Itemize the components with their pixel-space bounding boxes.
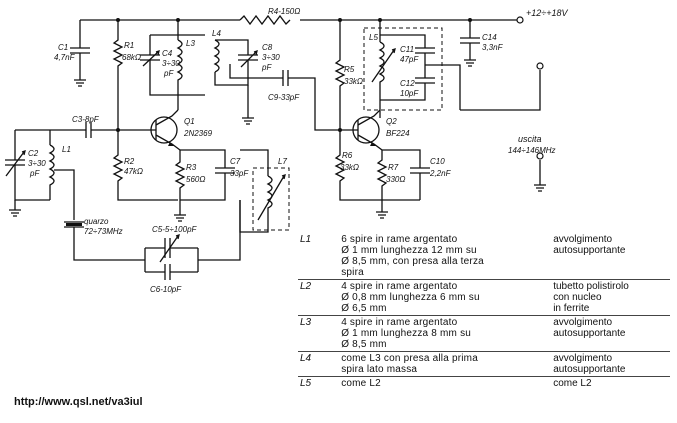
q1-type: 2N2369 bbox=[183, 129, 213, 138]
desc-line: Ø 8,5 mm, con presa alla terza bbox=[341, 256, 484, 267]
supply-label: +12÷+18V bbox=[526, 8, 568, 18]
r4-resistor bbox=[239, 14, 291, 26]
desc-line: Ø 1 mm lunghezza 8 mm su bbox=[341, 328, 472, 339]
c14-value: 3,3nF bbox=[482, 43, 504, 52]
coil-table: L1 6 spire in rame argentato Ø 1 mm lung… bbox=[298, 233, 670, 390]
coil-id: L2 bbox=[300, 281, 312, 292]
c3-label: C3-8pF bbox=[72, 115, 100, 124]
c8-unit: pF bbox=[261, 63, 272, 72]
r5-name: R5 bbox=[344, 65, 355, 74]
r1-name: R1 bbox=[124, 41, 134, 50]
r1-value: 68kΩ bbox=[122, 53, 141, 62]
type-line: avvolgimento bbox=[553, 317, 613, 328]
desc-line: Ø 8,5 mm bbox=[341, 339, 387, 350]
r7-name: R7 bbox=[388, 163, 399, 172]
desc-line: come L2 bbox=[341, 378, 381, 389]
desc-line: 4 spire in rame argentato bbox=[341, 281, 458, 292]
r2-value: 47kΩ bbox=[124, 167, 143, 176]
type-line: autosupportante bbox=[553, 364, 626, 375]
c14-name: C14 bbox=[482, 33, 497, 42]
table-row: L5 come L2 come L2 bbox=[298, 377, 670, 391]
coil-desc: come L2 bbox=[339, 377, 551, 391]
coil-type: tubetto polistirolo con nucleo in ferrit… bbox=[551, 280, 670, 316]
c12-value: 10pF bbox=[400, 89, 419, 98]
c4-value: 3÷30 bbox=[162, 59, 180, 68]
crystal-freq: 72÷73MHz bbox=[84, 227, 123, 236]
c5-label: C5-5÷100pF bbox=[152, 225, 198, 234]
c7-name: C7 bbox=[230, 157, 241, 166]
coil-id: L1 bbox=[300, 234, 312, 245]
desc-line: 6 spire in rame argentato bbox=[341, 234, 458, 245]
desc-line: 4 spire in rame argentato bbox=[341, 317, 458, 328]
c4-name: C4 bbox=[162, 49, 173, 58]
q2-name: Q2 bbox=[386, 117, 397, 126]
coil-desc: 4 spire in rame argentato Ø 1 mm lunghez… bbox=[339, 316, 551, 352]
c1-value: 4,7nF bbox=[54, 53, 76, 62]
output-freq: 144÷146MHz bbox=[508, 146, 556, 155]
l3-label: L3 bbox=[186, 39, 195, 48]
desc-line: spira lato massa bbox=[341, 364, 418, 375]
desc-line: Ø 6,5 mm bbox=[341, 303, 387, 314]
coil-id: L5 bbox=[300, 378, 312, 389]
r4-label: R4-150Ω bbox=[268, 7, 300, 16]
coil-type: come L2 bbox=[551, 377, 670, 391]
c1-name: C1 bbox=[58, 43, 68, 52]
desc-line: Ø 1 mm lunghezza 12 mm su bbox=[341, 245, 477, 256]
q2-type: BF224 bbox=[386, 129, 410, 138]
c2-unit: pF bbox=[29, 169, 40, 178]
l7-label: L7 bbox=[278, 157, 287, 166]
c10-value: 2,2nF bbox=[429, 169, 452, 178]
c2-value: 3÷30 bbox=[28, 159, 46, 168]
c8-name: C8 bbox=[262, 43, 273, 52]
q1-name: Q1 bbox=[184, 117, 195, 126]
type-line: tubetto polistirolo bbox=[553, 281, 629, 292]
r2-name: R2 bbox=[124, 157, 135, 166]
type-line: avvolgimento bbox=[553, 234, 613, 245]
r3-value: 560Ω bbox=[186, 175, 205, 184]
coil-id: L4 bbox=[300, 353, 312, 364]
coil-type: avvolgimento autosupportante bbox=[551, 233, 670, 280]
type-line: avvolgimento bbox=[553, 353, 613, 364]
r7-value: 330Ω bbox=[386, 175, 405, 184]
coil-desc: 6 spire in rame argentato Ø 1 mm lunghez… bbox=[339, 233, 551, 280]
type-line: come L2 bbox=[553, 378, 592, 389]
source-url: http://www.qsl.net/va3iul bbox=[14, 396, 143, 408]
desc-line: Ø 0,8 mm lunghezza 6 mm su bbox=[341, 292, 480, 303]
c2-name: C2 bbox=[28, 149, 39, 158]
c8-value: 3÷30 bbox=[262, 53, 280, 62]
l5-label: L5 bbox=[369, 33, 378, 42]
type-line: autosupportante bbox=[553, 245, 626, 256]
coil-id: L3 bbox=[300, 317, 312, 328]
c11-name: C11 bbox=[400, 45, 414, 54]
r6-value: 33kΩ bbox=[340, 163, 359, 172]
coil-desc: come L3 con presa alla prima spira lato … bbox=[339, 352, 551, 377]
table-row: L3 4 spire in rame argentato Ø 1 mm lung… bbox=[298, 316, 670, 352]
c12-name: C12 bbox=[400, 79, 415, 88]
c11-value: 47pF bbox=[400, 55, 419, 64]
c10-name: C10 bbox=[430, 157, 445, 166]
coil-type: avvolgimento autosupportante bbox=[551, 352, 670, 377]
r3-name: R3 bbox=[186, 163, 197, 172]
output-label: uscita bbox=[518, 134, 542, 144]
c7-value: 33pF bbox=[230, 169, 249, 178]
type-line: in ferrite bbox=[553, 303, 590, 314]
desc-line: spira bbox=[341, 267, 364, 278]
l1-label: L1 bbox=[62, 145, 71, 154]
crystal-label: quarzo bbox=[84, 217, 109, 226]
table-row: L1 6 spire in rame argentato Ø 1 mm lung… bbox=[298, 233, 670, 280]
c9-label: C9-33pF bbox=[268, 93, 300, 102]
c4-unit: pF bbox=[163, 69, 174, 78]
desc-line: come L3 con presa alla prima bbox=[341, 353, 478, 364]
type-line: autosupportante bbox=[553, 328, 626, 339]
r6-name: R6 bbox=[342, 151, 353, 160]
l4-label: L4 bbox=[212, 29, 221, 38]
coil-type: avvolgimento autosupportante bbox=[551, 316, 670, 352]
coil-desc: 4 spire in rame argentato Ø 0,8 mm lungh… bbox=[339, 280, 551, 316]
table-row: L4 come L3 con presa alla prima spira la… bbox=[298, 352, 670, 377]
type-line: con nucleo bbox=[553, 292, 602, 303]
c6-label: C6-10pF bbox=[150, 285, 182, 294]
table-row: L2 4 spire in rame argentato Ø 0,8 mm lu… bbox=[298, 280, 670, 316]
r5-value: 33kΩ bbox=[344, 77, 363, 86]
